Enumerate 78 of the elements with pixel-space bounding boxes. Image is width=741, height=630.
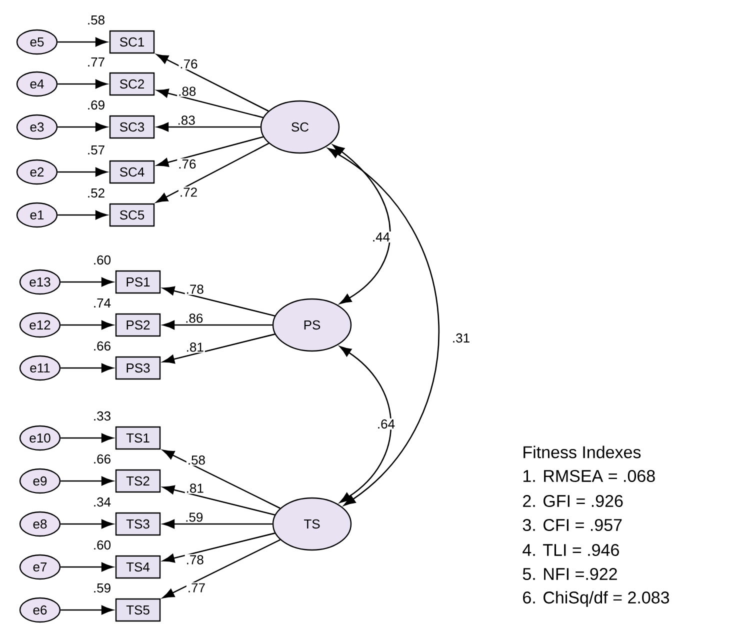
fit-index-text: 3. CFI = .957 xyxy=(522,519,622,532)
arrow xyxy=(162,334,275,364)
edge-label: .58 xyxy=(188,455,205,465)
arrow xyxy=(58,37,108,47)
loading-value: .57 xyxy=(88,145,104,155)
indicator-box: TS3 xyxy=(115,512,161,536)
arrow xyxy=(60,277,114,287)
edge-label: .72 xyxy=(180,188,197,197)
arrow xyxy=(340,346,392,503)
arrow xyxy=(162,519,272,529)
fit-index-text: 6. ChiSq/df = 2.083 xyxy=(523,591,670,607)
loading-value: .58 xyxy=(88,15,104,25)
arrow xyxy=(58,122,108,132)
arrow xyxy=(60,519,114,529)
arrow xyxy=(156,136,264,167)
arrow xyxy=(58,210,108,220)
indicator-box: TS4 xyxy=(115,555,161,579)
arrow xyxy=(162,539,280,598)
arrow xyxy=(162,532,275,563)
indicator-box: TS5 xyxy=(115,598,161,622)
indicator-box: PS2 xyxy=(115,313,161,337)
edge-label: .77 xyxy=(188,583,205,592)
arrow xyxy=(162,286,275,316)
edge-label: .78 xyxy=(187,284,204,294)
indicator-box: SC3 xyxy=(109,115,155,139)
indicator-box: TS2 xyxy=(115,469,161,493)
loading-value: .52 xyxy=(88,188,104,198)
edge-label: .44 xyxy=(373,232,390,242)
fit-index-text: 5. NFI =.922 xyxy=(522,568,617,580)
fit-index-text: 4. TLI = .946 xyxy=(522,544,619,556)
arrow xyxy=(60,320,114,330)
arrow xyxy=(58,167,108,177)
edge-label: .76 xyxy=(180,59,198,68)
arrow xyxy=(156,54,269,112)
arrow xyxy=(156,142,270,203)
loading-value: .34 xyxy=(94,497,111,507)
loading-value: .59 xyxy=(94,583,110,593)
arrow xyxy=(156,88,264,118)
arrow xyxy=(60,476,114,486)
arrow xyxy=(162,450,280,509)
loading-value: .66 xyxy=(94,341,110,351)
arrow xyxy=(332,144,391,304)
indicator-box: PS1 xyxy=(115,270,161,294)
edge-label: .31 xyxy=(453,333,470,343)
edge-label: .83 xyxy=(178,116,195,125)
edge-label: .78 xyxy=(187,555,204,564)
arrow xyxy=(156,122,260,132)
fit-index-text: 2. GFI = .926 xyxy=(523,494,623,508)
arrow xyxy=(328,148,440,506)
indicator-box: SC2 xyxy=(109,72,155,96)
loading-value: .66 xyxy=(94,454,110,464)
arrow xyxy=(60,562,114,572)
indicator-box: TS1 xyxy=(115,426,161,450)
indicator-box: SC1 xyxy=(109,30,155,54)
edge-label: .76 xyxy=(179,159,196,169)
fit-index-text: 1. RMSEA = .068 xyxy=(524,470,655,482)
arrow xyxy=(162,320,272,330)
arrow xyxy=(60,363,114,373)
loading-value: .74 xyxy=(94,298,111,308)
arrow xyxy=(60,433,114,443)
arrow xyxy=(60,605,114,615)
edge-label: .59 xyxy=(186,512,203,522)
arrow xyxy=(58,79,108,89)
fit-index-text: Fitness Indexes xyxy=(524,446,641,458)
indicator-box: SC4 xyxy=(109,160,155,184)
edge-label: .81 xyxy=(187,342,204,352)
indicator-box: SC5 xyxy=(109,203,155,227)
edge-label: .88 xyxy=(179,86,196,96)
edge-label: .64 xyxy=(378,419,395,429)
loading-value: .60 xyxy=(94,540,111,550)
edge-label: .81 xyxy=(187,484,204,493)
arrow xyxy=(162,485,275,516)
edge-label: .86 xyxy=(186,314,203,323)
indicator-box: PS3 xyxy=(115,356,161,380)
loading-value: .77 xyxy=(88,58,104,66)
loading-value: .69 xyxy=(88,100,104,110)
loading-value: .60 xyxy=(94,255,111,265)
loading-value: .33 xyxy=(94,411,110,421)
